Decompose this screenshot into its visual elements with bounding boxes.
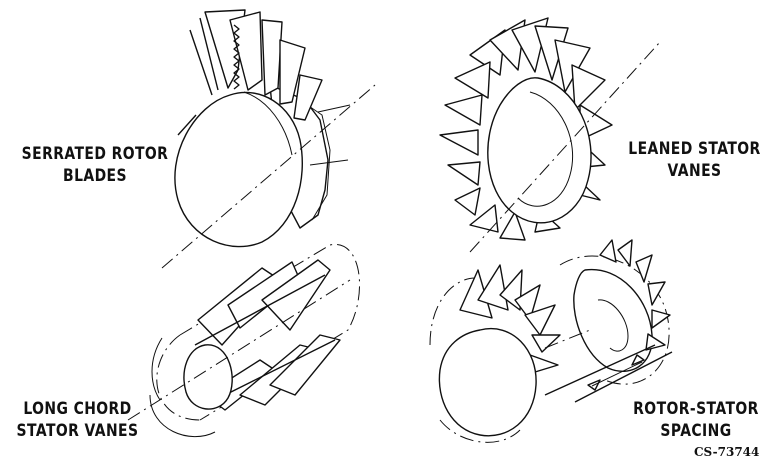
label-line: VANES bbox=[627, 160, 762, 182]
label-line: ROTOR-STATOR bbox=[630, 398, 763, 420]
label-line: SPACING bbox=[630, 420, 763, 442]
leaned-stator-drawing bbox=[440, 18, 660, 252]
figure-number: CS-73744 bbox=[694, 445, 759, 459]
label-line: SERRATED ROTOR bbox=[17, 143, 173, 165]
label-line: LEANED STATOR bbox=[627, 138, 762, 160]
label-long-chord-stator-vanes: LONG CHORD STATOR VANES bbox=[14, 398, 141, 442]
label-leaned-stator-vanes: LEANED STATOR VANES bbox=[627, 138, 762, 182]
long-chord-stator-drawing bbox=[128, 244, 360, 436]
label-rotor-stator-spacing: ROTOR-STATOR SPACING bbox=[630, 398, 763, 442]
label-line: STATOR VANES bbox=[14, 420, 141, 442]
label-line: LONG CHORD bbox=[14, 398, 141, 420]
label-line: BLADES bbox=[17, 165, 173, 187]
serrated-rotor-drawing bbox=[162, 10, 375, 268]
label-serrated-rotor-blades: SERRATED ROTOR BLADES bbox=[17, 143, 173, 187]
